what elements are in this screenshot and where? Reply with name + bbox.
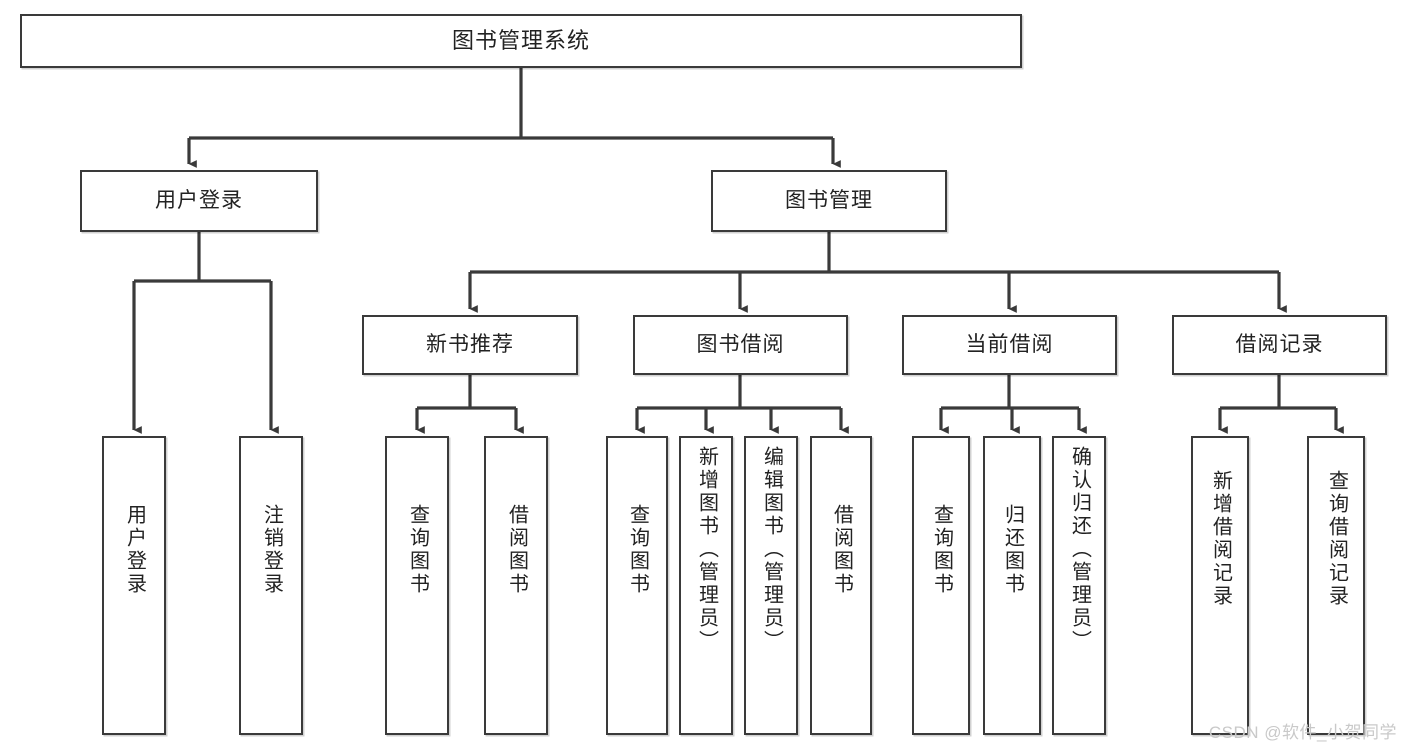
node-leaf-return-book[interactable]: 归还图书 bbox=[983, 436, 1041, 735]
node-new-book-recommend-label: 新书推荐 bbox=[426, 333, 514, 357]
node-leaf-add-book-label: 新增图书（管理员） bbox=[695, 446, 718, 653]
node-leaf-add-record[interactable]: 新增借阅记录 bbox=[1191, 436, 1249, 735]
node-leaf-borrow-book-1[interactable]: 借阅图书 bbox=[484, 436, 548, 735]
node-leaf-borrow-book-2-label: 借阅图书 bbox=[830, 504, 853, 596]
node-leaf-user-login-label: 用户登录 bbox=[123, 504, 146, 596]
node-leaf-edit-book-label: 编辑图书（管理员） bbox=[760, 446, 783, 653]
node-leaf-query-record[interactable]: 查询借阅记录 bbox=[1307, 436, 1365, 735]
node-current-borrow[interactable]: 当前借阅 bbox=[902, 315, 1117, 375]
node-leaf-borrow-book-2[interactable]: 借阅图书 bbox=[810, 436, 872, 735]
node-book-borrow-label: 图书借阅 bbox=[696, 333, 785, 357]
node-leaf-query-book-3[interactable]: 查询图书 bbox=[912, 436, 970, 735]
node-book-borrow[interactable]: 图书借阅 bbox=[633, 315, 848, 375]
node-leaf-query-book-3-label: 查询图书 bbox=[930, 504, 953, 596]
node-leaf-query-book-1-label: 查询图书 bbox=[406, 504, 429, 596]
node-leaf-query-record-label: 查询借阅记录 bbox=[1325, 470, 1348, 608]
node-leaf-edit-book[interactable]: 编辑图书（管理员） bbox=[744, 436, 798, 735]
node-user-login-label: 用户登录 bbox=[155, 189, 243, 213]
node-user-login[interactable]: 用户登录 bbox=[80, 170, 318, 232]
node-current-borrow-label: 当前借阅 bbox=[965, 333, 1054, 357]
node-new-book-recommend[interactable]: 新书推荐 bbox=[362, 315, 578, 375]
node-leaf-query-book-1[interactable]: 查询图书 bbox=[385, 436, 449, 735]
node-book-management[interactable]: 图书管理 bbox=[711, 170, 947, 232]
node-leaf-add-record-label: 新增借阅记录 bbox=[1209, 470, 1232, 608]
connector-lines bbox=[132, 68, 1344, 434]
node-leaf-confirm-return-label: 确认归还（管理员） bbox=[1068, 446, 1091, 653]
node-root[interactable]: 图书管理系统 bbox=[20, 14, 1022, 68]
node-leaf-logout[interactable]: 注销登录 bbox=[239, 436, 303, 735]
watermark-text: CSDN @软件_小贺同学 bbox=[1208, 723, 1397, 742]
node-leaf-borrow-book-1-label: 借阅图书 bbox=[505, 504, 528, 596]
node-leaf-return-book-label: 归还图书 bbox=[1001, 504, 1024, 596]
node-leaf-user-login[interactable]: 用户登录 bbox=[102, 436, 166, 735]
node-borrow-record-label: 借阅记录 bbox=[1235, 333, 1324, 357]
node-leaf-query-book-2[interactable]: 查询图书 bbox=[606, 436, 668, 735]
node-root-label: 图书管理系统 bbox=[451, 27, 590, 53]
node-leaf-add-book[interactable]: 新增图书（管理员） bbox=[679, 436, 733, 735]
node-leaf-confirm-return[interactable]: 确认归还（管理员） bbox=[1052, 436, 1106, 735]
node-book-management-label: 图书管理 bbox=[785, 189, 873, 213]
node-borrow-record[interactable]: 借阅记录 bbox=[1172, 315, 1387, 375]
node-leaf-logout-label: 注销登录 bbox=[260, 504, 283, 596]
node-leaf-query-book-2-label: 查询图书 bbox=[626, 504, 649, 596]
